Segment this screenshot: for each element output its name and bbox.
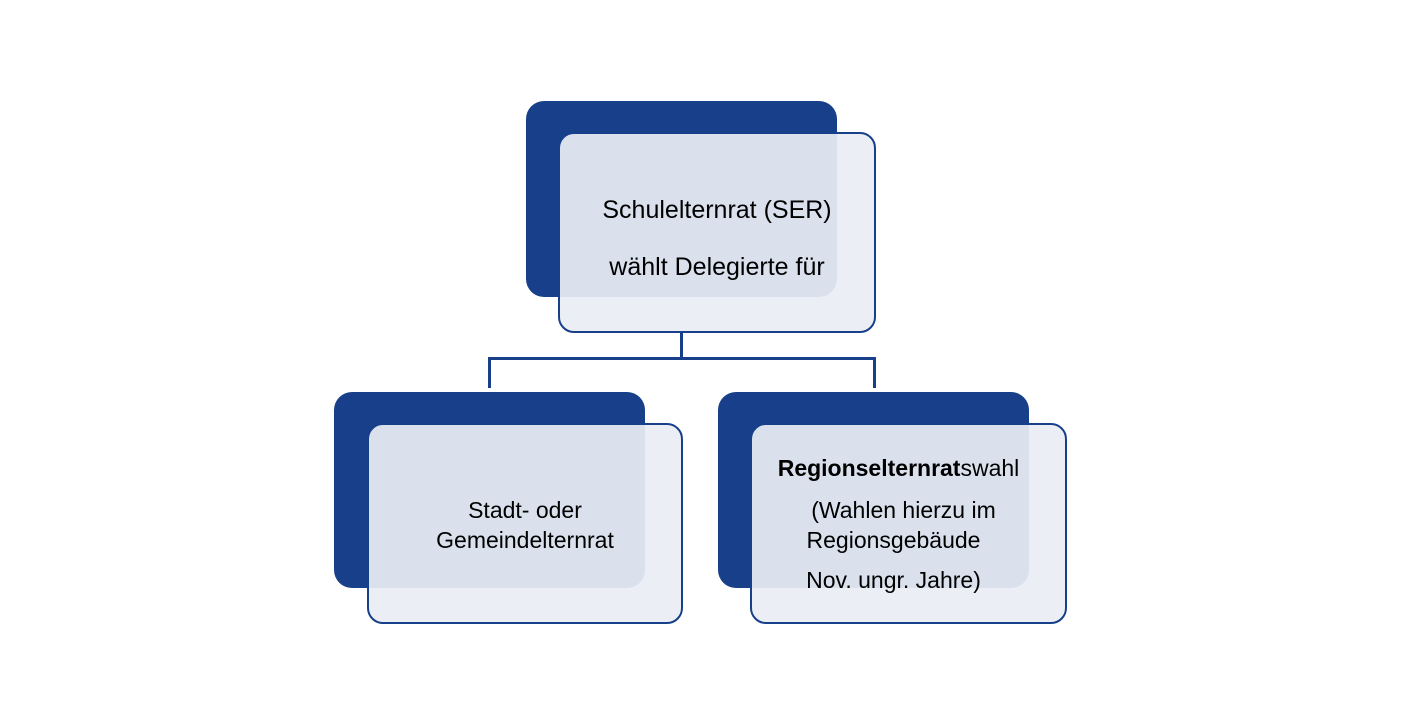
right-node-title: Regionselternratswahl <box>778 453 1020 483</box>
right-node-title-bold: Regionselternrat <box>777 455 961 481</box>
left-node-line1: Stadt- oder <box>468 496 582 523</box>
right-node-line2: (Wahlen hierzu im <box>811 497 996 523</box>
top-node-line1: Schulelternrat (SER) <box>602 195 832 224</box>
connector-right-branch <box>873 357 876 388</box>
left-node-line2: Gemeindelternrat <box>436 526 614 553</box>
top-node-schulelternrat: Schulelternrat (SER) wählt Delegierte fü… <box>558 132 876 333</box>
connector-horizontal <box>488 357 876 360</box>
right-node-regionselternratswahl: Regionselternratswahl (Wahlen hierzu im … <box>750 423 1067 624</box>
right-node-line4: Nov. ungr. Jahre) <box>806 567 981 593</box>
connector-left-branch <box>488 357 491 388</box>
left-node-gemeindelternrat: Stadt- oder Gemeindelternrat <box>367 423 683 624</box>
right-node-line3: Regionsgebäude <box>806 527 981 553</box>
top-node-line2: wählt Delegierte für <box>609 252 825 281</box>
connector-trunk <box>680 333 683 359</box>
right-node-title-rest: swahl <box>960 455 1020 481</box>
